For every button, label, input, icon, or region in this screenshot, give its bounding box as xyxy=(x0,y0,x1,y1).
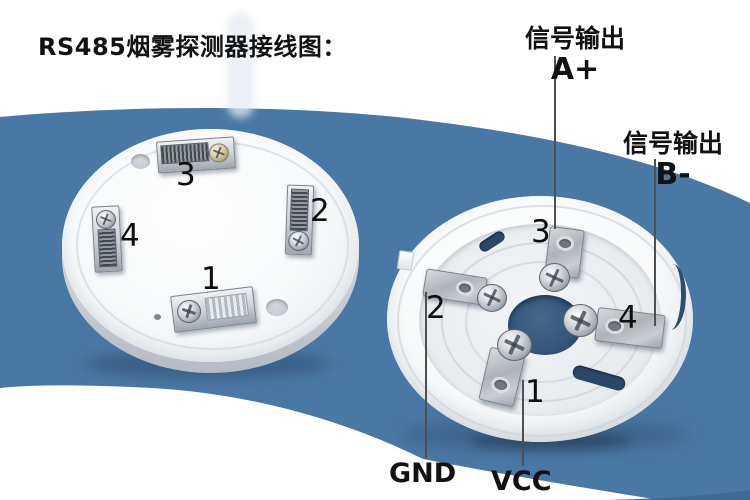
leader-line-vcc xyxy=(522,380,524,466)
vcc-label: VCC xyxy=(491,466,552,497)
terminal-number-label: 4 xyxy=(618,300,638,336)
terminal-number-label: 2 xyxy=(426,290,446,326)
strip-hole xyxy=(555,234,575,253)
blue-surface-edge xyxy=(605,490,750,500)
terminal-number-label: 3 xyxy=(531,214,551,250)
leader-line-a-plus xyxy=(554,56,556,229)
terminal-screw xyxy=(287,230,310,252)
signal-output-a-label: 信号输出 A+ xyxy=(500,24,650,87)
signal-output-b-label: 信号输出 B- xyxy=(614,129,732,192)
terminal-clip-4 xyxy=(91,205,123,273)
terminal-screw xyxy=(477,284,507,312)
terminal-number-label: 1 xyxy=(525,374,545,410)
terminal-ribs xyxy=(97,228,118,268)
terminal-ribs xyxy=(204,292,250,321)
strip-hole xyxy=(489,374,512,395)
terminal-number-label: 4 xyxy=(120,218,140,254)
signal-output-text: 信号输出 xyxy=(524,24,625,53)
terminal-screw xyxy=(497,329,532,361)
terminal-clip-3 xyxy=(155,136,237,174)
terminal-screw xyxy=(95,209,117,230)
left-base-mount-hole xyxy=(131,154,150,169)
gnd-label: GND xyxy=(389,458,457,489)
pin-a-plus-text: A+ xyxy=(550,51,600,87)
terminal-screw xyxy=(539,263,570,292)
pin-b-minus-text: B- xyxy=(655,156,691,192)
diagram-title: RS485烟雾探测器接线图： xyxy=(38,33,347,61)
terminal-screw xyxy=(208,142,230,164)
background-reflection-streak xyxy=(227,12,254,118)
terminal-number-label: 3 xyxy=(176,157,196,193)
left-base-pin-hole xyxy=(154,314,161,320)
terminal-number-label: 1 xyxy=(201,261,221,297)
terminal-ribs xyxy=(289,188,310,232)
signal-output-text: 信号输出 xyxy=(622,129,723,158)
terminal-screw xyxy=(563,304,598,337)
left-base-mount-hole xyxy=(266,299,288,316)
leader-line-b-minus xyxy=(654,159,656,326)
terminal-number-label: 2 xyxy=(310,193,330,229)
leader-line-gnd xyxy=(425,292,427,458)
strip-hole xyxy=(454,279,476,297)
terminal-screw xyxy=(175,298,203,325)
right-base-rim-ridge xyxy=(397,205,687,437)
right-base-rim-notch xyxy=(396,250,415,271)
